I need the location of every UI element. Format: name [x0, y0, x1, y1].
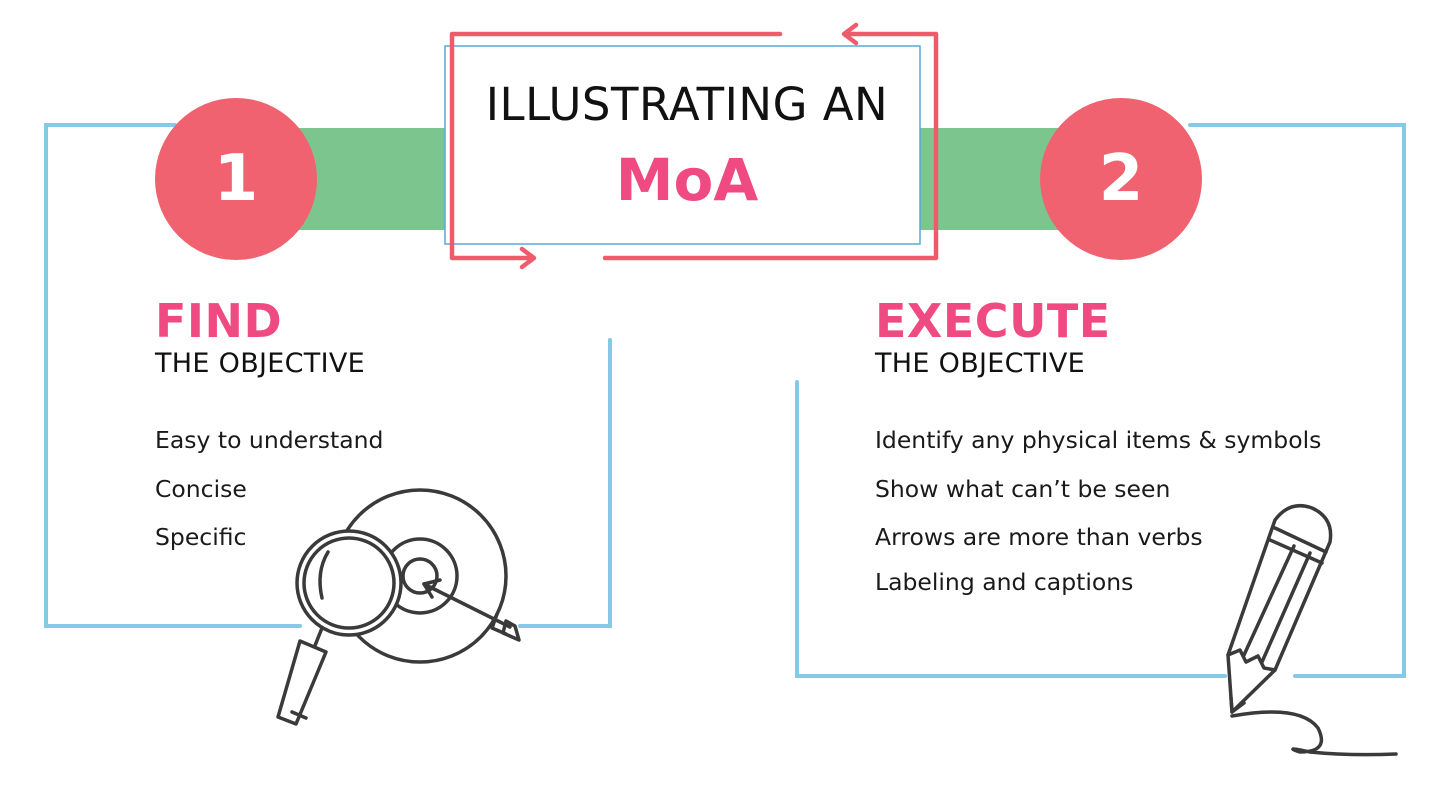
right-frame — [795, 123, 1406, 678]
left-frame — [44, 123, 612, 628]
step-2-heading: EXECUTE — [875, 294, 1111, 348]
title-line-2: MoA — [615, 146, 759, 214]
step-2-item: Labeling and captions — [875, 568, 1134, 596]
step-2-circle — [1040, 98, 1202, 260]
step-1-subheading: THE OBJECTIVE — [155, 348, 365, 379]
magnifier-target-icon — [276, 488, 521, 726]
step-2-item: Identify any physical items & symbols — [875, 426, 1322, 454]
title-box-inner — [444, 45, 921, 245]
step-2-item: Arrows are more than verbs — [875, 523, 1203, 551]
title-cycle-outline — [449, 31, 939, 261]
step-1-heading: FIND — [155, 294, 283, 348]
cycle-arrowhead-top-icon — [841, 22, 859, 46]
pencil-icon — [1226, 504, 1398, 757]
step-1-circle — [155, 98, 317, 260]
step-1-item: Easy to understand — [155, 426, 384, 454]
step-2-item: Show what can’t be seen — [875, 475, 1171, 503]
step-1-item: Concise — [155, 475, 247, 503]
cycle-arrowhead-bottom-icon — [519, 246, 537, 270]
title-line-1: ILLUSTRATING AN — [485, 78, 889, 131]
step-2-number: 2 — [1098, 142, 1144, 216]
step-1-number: 1 — [213, 142, 259, 216]
green-banner-left — [290, 128, 494, 230]
step-2-subheading: THE OBJECTIVE — [875, 348, 1085, 379]
step-1-item: Specific — [155, 523, 247, 551]
